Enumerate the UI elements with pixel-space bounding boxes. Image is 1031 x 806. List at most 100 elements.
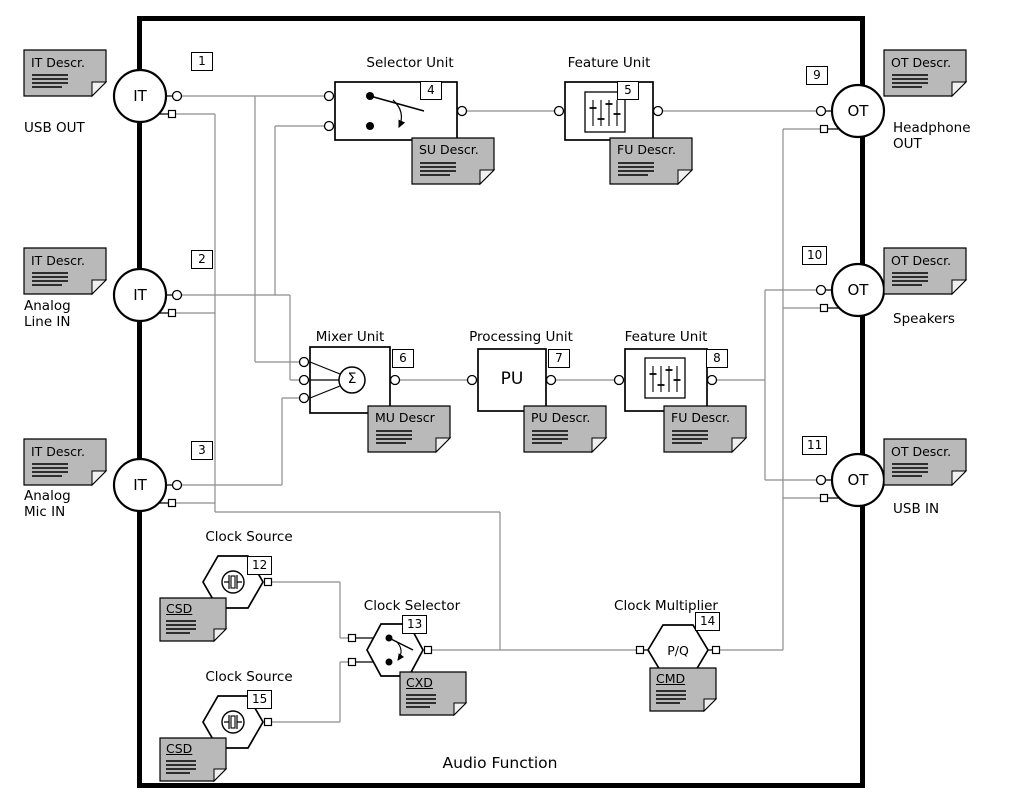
id-badge-15: 15	[247, 690, 273, 709]
audio-pin	[553, 105, 565, 117]
headphone-out-label: Headphone OUT	[893, 120, 971, 152]
audio-pin	[323, 90, 335, 102]
clock-pin	[263, 717, 273, 727]
audio-pin	[171, 90, 183, 102]
output-terminal-10-symbol: OT	[847, 281, 869, 299]
clock-pin	[167, 308, 177, 318]
note-text-lines	[32, 74, 928, 774]
clock-selector-switch-icon	[385, 634, 414, 666]
feature-unit-mid-title: Feature Unit	[624, 329, 708, 345]
id-badge-11: 11	[802, 436, 828, 455]
fu5-note-label: FU Descr.	[617, 142, 676, 157]
clock-selector-shape	[366, 623, 424, 677]
id-badge-12: 12	[247, 556, 273, 575]
clock-pin	[423, 645, 433, 655]
audio-pin	[389, 374, 401, 386]
audio-pin	[323, 120, 335, 132]
function-boundary	[137, 16, 865, 788]
selector-unit-title: Selector Unit	[366, 55, 454, 71]
it3-note-label: IT Descr.	[31, 444, 85, 459]
id-badge-10: 10	[802, 246, 828, 265]
output-terminal-9-symbol: OT	[847, 102, 869, 120]
feature-unit-top-fader-icon	[584, 91, 626, 133]
feature-unit-top-title: Feature Unit	[567, 55, 651, 71]
clock-pin	[819, 493, 829, 503]
id-badge-6: 6	[392, 349, 414, 368]
clock-source-1-crystal-icon	[221, 570, 245, 594]
csd1-note-label: CSD	[166, 601, 193, 616]
cmd-note-label: CMD	[656, 671, 686, 686]
unit-boxes	[309, 81, 708, 414]
pu-note-label: PU Descr.	[531, 410, 591, 425]
it2-note-label: IT Descr.	[31, 253, 85, 268]
clock-signal-wires	[175, 113, 821, 723]
clock-source-2-crystal-icon	[221, 710, 245, 734]
audio-pin	[298, 356, 310, 368]
audio-pin	[545, 374, 557, 386]
note-papers	[23, 49, 967, 782]
terminal-shapes	[112, 68, 886, 513]
csd2-note-label: CSD	[166, 741, 193, 756]
audio-pin	[298, 392, 310, 404]
feature-unit-mid-box	[624, 348, 708, 412]
usb-out-label: USB OUT	[24, 120, 85, 136]
audio-pin	[613, 374, 625, 386]
id-badge-9: 9	[806, 66, 828, 85]
clock-pin	[167, 498, 177, 508]
id-badge-2: 2	[191, 250, 213, 269]
ot10-note-label: OT Descr.	[891, 253, 952, 268]
clock-multiplier-symbol: P/Q	[667, 643, 689, 658]
audio-pin	[171, 289, 183, 301]
analog-line-in-label: Analog Line IN	[24, 298, 71, 330]
input-terminal-2-symbol: IT	[133, 286, 147, 304]
audio-pin	[466, 374, 478, 386]
clock-multiplier-title: Clock Multiplier	[614, 598, 718, 614]
audio-pin	[706, 374, 718, 386]
clock-pin	[347, 633, 357, 643]
clock-source-1-title: Clock Source	[205, 529, 293, 545]
id-badge-4: 4	[420, 81, 442, 100]
id-badge-7: 7	[548, 349, 570, 368]
speakers-label: Speakers	[893, 311, 955, 327]
function-title: Audio Function	[442, 754, 558, 772]
analog-mic-in-label: Analog Mic IN	[24, 488, 71, 520]
id-badge-14: 14	[695, 612, 721, 631]
ot11-note-label: OT Descr.	[891, 444, 952, 459]
processing-unit-symbol: PU	[500, 369, 524, 389]
mixer-sum-symbol: Σ	[347, 371, 357, 387]
audio-pin	[298, 374, 310, 386]
clock-pin	[819, 303, 829, 313]
id-badge-13: 13	[402, 615, 428, 634]
audio-pin	[815, 105, 827, 117]
note-folds	[91, 81, 968, 783]
input-terminal-1-circle	[112, 68, 168, 124]
clock-pin	[711, 645, 721, 655]
audio-pins	[171, 90, 827, 491]
clock-pin	[819, 124, 829, 134]
id-badge-1: 1	[191, 52, 213, 71]
clock-selector-title: Clock Selector	[363, 598, 461, 614]
audio-pin	[815, 474, 827, 486]
processing-unit-title: Processing Unit	[469, 329, 573, 345]
output-terminal-9-circle	[830, 83, 886, 139]
clock-pin	[167, 109, 177, 119]
it1-note-label: IT Descr.	[31, 55, 85, 70]
id-badge-8: 8	[706, 349, 728, 368]
audio-pin	[815, 284, 827, 296]
feature-unit-mid-fader-icon	[644, 357, 686, 399]
selector-switch-icon	[366, 92, 425, 130]
audio-pin	[171, 479, 183, 491]
audio-pin	[652, 105, 664, 117]
clock-entity-shapes	[202, 555, 709, 749]
usb-in-label: USB IN	[893, 501, 940, 517]
output-terminal-11-symbol: OT	[847, 471, 869, 489]
audio-signal-wires	[181, 95, 817, 486]
clock-source-2-title: Clock Source	[205, 669, 293, 685]
input-terminal-3-symbol: IT	[133, 476, 147, 494]
fu8-note-label: FU Descr.	[671, 410, 730, 425]
input-terminal-1-symbol: IT	[133, 87, 147, 105]
input-terminal-3-circle	[112, 457, 168, 513]
clock-pins	[167, 109, 829, 727]
